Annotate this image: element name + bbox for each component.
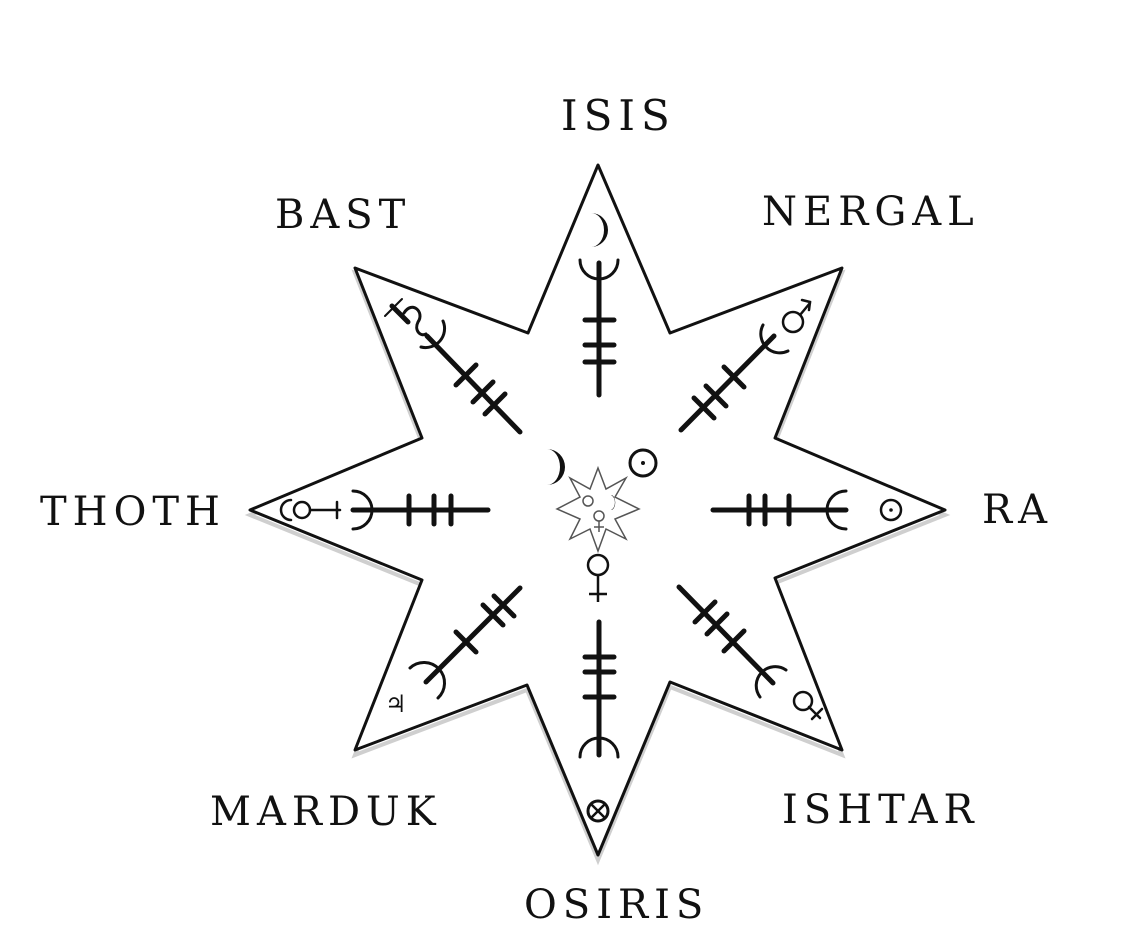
saturn-symbol-icon — [384, 298, 428, 337]
mars-symbol-icon — [781, 298, 812, 334]
mercury-symbol-icon — [279, 498, 342, 522]
cup-arc-icon — [825, 489, 848, 531]
label-osiris: OSIRIS — [524, 882, 710, 928]
label-ishtar: ISHTAR — [782, 787, 980, 833]
label-thoth: THOTH — [40, 489, 226, 535]
star-shadow — [244, 164, 951, 866]
top-right-sigil — [678, 298, 812, 433]
earth-cross-circle-icon — [586, 799, 610, 823]
top-left-sigil — [384, 298, 523, 435]
venus-symbol-icon — [586, 553, 610, 602]
top-sigil — [578, 213, 620, 398]
label-ra: RA — [982, 487, 1054, 533]
small-star-icon — [555, 465, 641, 554]
bottom-left-sigil: ♃ — [385, 585, 523, 718]
left-sigil — [279, 489, 491, 531]
moon-crescent-icon — [591, 213, 608, 247]
label-isis: ISIS — [561, 91, 676, 140]
label-bast: BAST — [275, 192, 412, 238]
center-cluster — [547, 448, 658, 602]
sun-symbol-icon — [628, 448, 658, 478]
right-sigil — [710, 489, 903, 531]
cup-arc-icon — [578, 736, 620, 759]
moon-crescent-icon — [547, 449, 565, 485]
cup-arc-icon — [408, 661, 446, 700]
cup-arc-icon — [754, 665, 788, 699]
jupiter-symbol-icon: ♃ — [385, 690, 407, 718]
venus-symbol-icon — [792, 690, 824, 721]
label-marduk: MARDUK — [210, 789, 442, 835]
bottom-sigil — [578, 619, 620, 823]
label-nergal: NERGAL — [762, 189, 980, 235]
sun-symbol-icon — [879, 498, 903, 522]
bottom-right-sigil — [676, 584, 824, 721]
cup-arc-icon — [419, 319, 447, 350]
